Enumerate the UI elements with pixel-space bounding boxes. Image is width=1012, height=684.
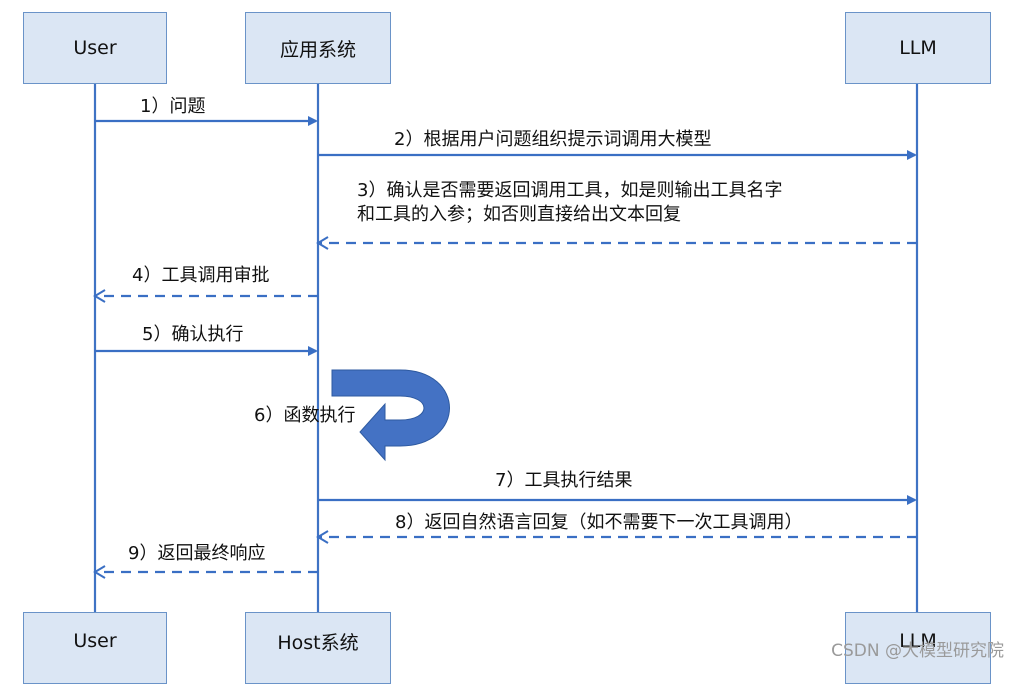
message-label-6: 6）函数执行 xyxy=(254,405,355,426)
message-label-1: 1）问题 xyxy=(140,96,205,117)
arrowhead-3 xyxy=(316,236,329,250)
watermark: CSDN @大模型研究院 xyxy=(831,641,1004,661)
message-label-8: 8）返回自然语言回复（如不需要下一次工具调用） xyxy=(395,512,802,533)
arrowhead-4 xyxy=(93,289,106,303)
message-label-3: 3）确认是否需要返回调用工具，如是则输出工具名字和工具的入参；如否则直接给出文本… xyxy=(357,180,782,225)
arrowhead-5 xyxy=(308,346,318,356)
message-label-9: 9）返回最终响应 xyxy=(128,543,265,564)
arrowhead-9 xyxy=(93,565,106,579)
message-label-7: 7）工具执行结果 xyxy=(495,470,632,491)
message-label-5: 5）确认执行 xyxy=(142,324,243,345)
actor-user-bottom: User xyxy=(23,612,167,684)
actor-app-top: 应用系统 xyxy=(245,12,391,84)
arrowhead-8 xyxy=(316,530,329,544)
message-label-4: 4）工具调用审批 xyxy=(132,265,269,286)
arrowhead-2 xyxy=(907,150,917,160)
message-label-2: 2）根据用户问题组织提示词调用大模型 xyxy=(394,129,711,150)
self-call-arrow xyxy=(331,369,450,462)
arrowhead-7 xyxy=(907,495,917,505)
actor-host-bottom: Host系统 xyxy=(245,612,391,684)
diagram-canvas: 1）问题 2）根据用户问题组织提示词调用大模型 3）确认是否需要返回调用工具，如是则… xyxy=(93,84,919,612)
actor-llm-top: LLM xyxy=(845,12,991,84)
actor-user-top: User xyxy=(23,12,167,84)
arrowhead-1 xyxy=(308,116,318,126)
